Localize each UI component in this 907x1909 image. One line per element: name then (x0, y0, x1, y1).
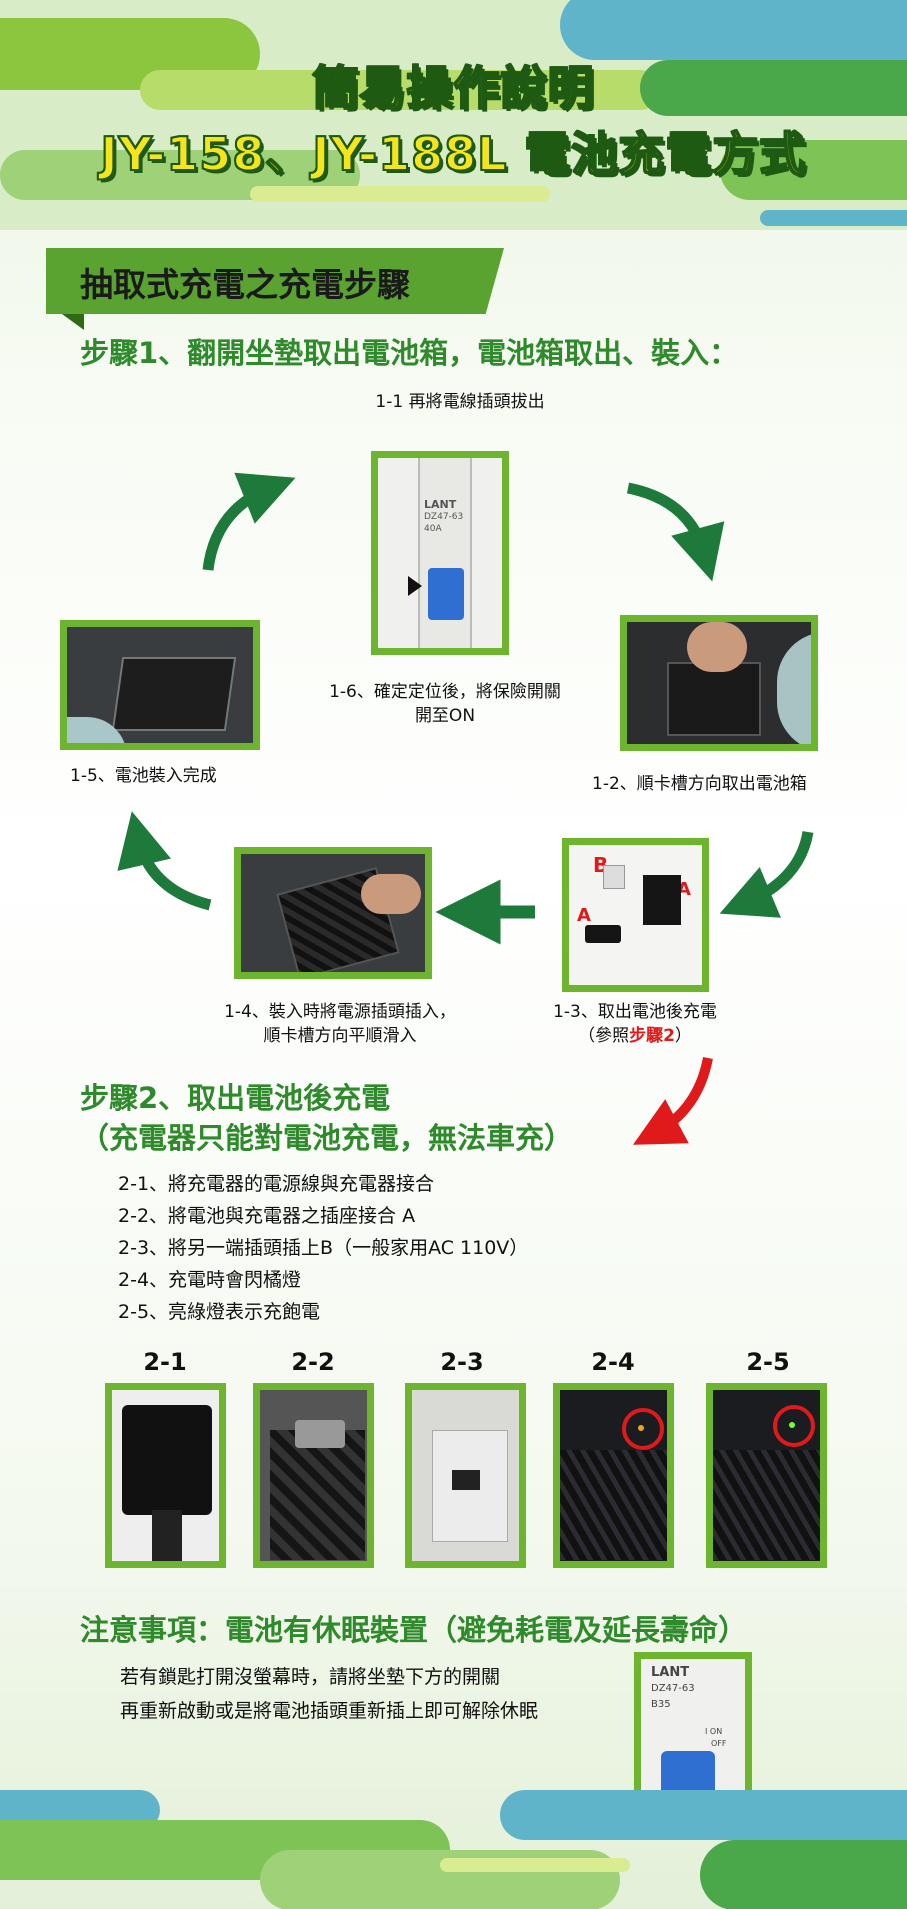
notice-heading: 注意事項：電池有休眠裝置（避免耗電及延長壽命） (80, 1613, 748, 1647)
step2-heading-line1: 步驟2、取出電池後充電 (80, 1081, 391, 1115)
decor-pill (500, 1790, 907, 1840)
breaker-brand: LANT (424, 498, 457, 511)
decor-pill (700, 1840, 907, 1909)
pointer-arrow-icon (408, 576, 422, 596)
highlight-circle-icon (773, 1405, 815, 1447)
section-banner (46, 248, 504, 314)
caption-1-5: 1-5、電池裝入完成 (70, 766, 217, 786)
step-label-2-4: 2-4 (591, 1348, 635, 1376)
plug (295, 1420, 345, 1448)
highlight-circle-icon (622, 1408, 664, 1450)
battery (643, 875, 681, 925)
breaker-model: DZ47-63 (424, 512, 464, 522)
power-cord (152, 1510, 182, 1561)
charger (122, 1405, 212, 1515)
photo-remove-battery-1-2 (620, 615, 818, 751)
breaker-switch (428, 568, 464, 620)
breaker-off-label: OFF (711, 1739, 727, 1748)
photo-breaker-1-1: LANT DZ47-63 40A (371, 451, 509, 655)
caption-1-4: 1-4、裝入時將電源插頭插入， 順卡槽方向平順滑入 (190, 1000, 490, 1048)
caption-1-3-post: ） (674, 1026, 692, 1046)
breaker-on-label: I ON (705, 1727, 723, 1736)
arrow-1-4-to-1-5-icon (117, 811, 212, 911)
step-label-2-3: 2-3 (440, 1348, 484, 1376)
caption-1-2: 1-2、順卡槽方向取出電池箱 (592, 774, 807, 794)
list-item: 2-5、亮綠燈表示充飽電 (118, 1301, 321, 1323)
decor-pill (560, 0, 907, 60)
arrow-to-step2-icon (632, 1056, 713, 1145)
photo-step-2-2 (253, 1383, 374, 1568)
charger (585, 925, 621, 943)
page-title-line2: JY-158、JY-188L 電池充電方式 (100, 126, 807, 182)
step-label-2-2: 2-2 (291, 1348, 335, 1376)
list-item: 2-2、將電池與充電器之插座接合 A (118, 1205, 416, 1227)
caption-1-4-line2: 順卡槽方向平順滑入 (263, 1026, 417, 1046)
plug (452, 1470, 480, 1490)
breaker-rating: 40A (424, 524, 442, 534)
notice-text: 若有鎖匙打開沒螢幕時，請將坐墊下方的開關 再重新啟動或是將電池插頭重新插上即可解… (120, 1660, 538, 1728)
caption-1-1: 1-1 再將電線插頭拔出 (375, 392, 545, 412)
step2-list: 2-1、將充電器的電源線與充電器接合 2-2、將電池與充電器之插座接合 A 2-… (118, 1168, 528, 1328)
hand (361, 874, 421, 914)
breaker-rating: B35 (651, 1699, 671, 1710)
photo-charging-1-3: B A A (562, 838, 709, 992)
section-banner-title: 抽取式充電之充電步驟 (80, 265, 410, 304)
footer-decoration (0, 1780, 907, 1909)
step2-reference: 步驟2 (629, 1026, 675, 1046)
photo-step-2-1 (105, 1383, 226, 1568)
list-item: 2-1、將充電器的電源線與充電器接合 (118, 1173, 435, 1195)
decor-pill (440, 1858, 630, 1872)
photo-step-2-5 (706, 1383, 827, 1568)
caption-1-3-line1: 1-3、取出電池後充電 (553, 1002, 717, 1022)
photo-battery-installed-1-5 (60, 620, 260, 750)
decor-pill (640, 60, 907, 116)
caption-1-3-line2: （參照步驟2） (520, 1024, 750, 1048)
notice-line2: 再重新啟動或是將電池插頭重新插上即可解除休眠 (120, 1700, 539, 1722)
arrow-1-1-to-1-2-icon (626, 482, 725, 582)
step-label-2-1: 2-1 (143, 1348, 187, 1376)
charger-grille (713, 1450, 820, 1560)
charger-grille (560, 1450, 667, 1560)
photo-insert-battery-1-4 (234, 847, 432, 979)
step1-heading: 步驟1、翻開坐墊取出電池箱，電池箱取出、裝入： (80, 336, 739, 370)
wall-socket (603, 865, 625, 889)
photo-step-2-3 (405, 1383, 526, 1568)
step2-heading-line2: （充電器只能對電池充電，無法車充） (80, 1121, 574, 1155)
caption-1-3-pre: （參照 (578, 1026, 630, 1046)
decor-pill (720, 140, 907, 200)
label-a: A (577, 905, 591, 926)
header-banner (0, 0, 907, 230)
banner-fold (62, 314, 84, 330)
decor-pill (760, 210, 907, 226)
caption-1-4-line1: 1-4、裝入時將電源插頭插入， (224, 1002, 456, 1022)
page-title-line1: 簡易操作說明 (312, 60, 595, 116)
arrow-1-2-to-1-3-icon (719, 830, 814, 918)
hand (687, 622, 747, 672)
caption-1-6: 1-6、確定定位後，將保險開關 開至ON (305, 680, 585, 728)
decor-pill (140, 70, 660, 110)
orange-led-icon (638, 1425, 644, 1431)
breaker-brand: LANT (651, 1665, 690, 1680)
step-label-2-5: 2-5 (746, 1348, 790, 1376)
cycle-arrows (117, 472, 814, 1145)
arrow-1-5-to-1-6-icon (202, 472, 296, 571)
photo-step-2-4 (553, 1383, 674, 1568)
caption-1-3: 1-3、取出電池後充電 （參照步驟2） (520, 1000, 750, 1048)
green-led-icon (789, 1422, 795, 1428)
caption-1-6-line2: 開至ON (414, 706, 476, 726)
list-item: 2-3、將另一端插頭插上B（一般家用AC 110V） (118, 1237, 529, 1259)
breaker-model: DZ47-63 (651, 1683, 695, 1694)
decor-pill (250, 186, 550, 202)
battery (270, 1430, 365, 1560)
caption-1-6-line1: 1-6、確定定位後，將保險開關 (329, 682, 561, 702)
list-item: 2-4、充電時會閃橘燈 (118, 1269, 302, 1291)
notice-line1: 若有鎖匙打開沒螢幕時，請將坐墊下方的開關 (120, 1666, 501, 1688)
